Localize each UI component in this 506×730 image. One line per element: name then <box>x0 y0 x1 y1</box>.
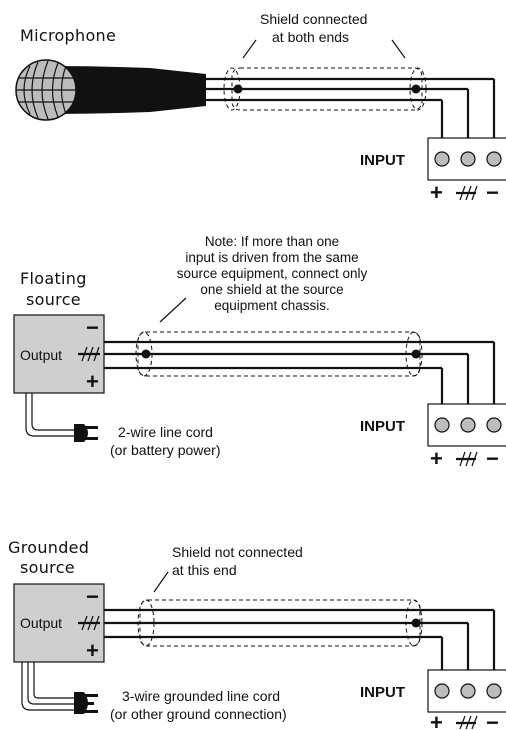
microphone-icon <box>15 59 206 121</box>
minus-output-label: − <box>86 315 99 340</box>
minus-terminal-label: − <box>486 180 499 205</box>
minus-output-label: − <box>86 584 99 609</box>
microphone-title: Microphone <box>20 26 116 45</box>
shield-note-line-1: Shield connected <box>260 11 367 27</box>
terminal-screw <box>486 417 502 433</box>
shield-connection-dot <box>141 349 151 359</box>
input-terminal-block: INPUT + − <box>360 669 506 730</box>
floating-note-line-2: input is driven from the same <box>185 250 358 265</box>
ground-symbol-icon <box>456 451 478 467</box>
microphone-section: Microphone Shield connected <box>15 11 506 205</box>
floating-note-line-3: source equipment, connect only <box>177 266 368 281</box>
ground-symbol-icon <box>78 346 100 362</box>
grounded-title-line-2: source <box>20 558 75 577</box>
cord-label-line-2: (or battery power) <box>110 442 220 458</box>
input-terminal-block: INPUT + − <box>360 403 506 471</box>
ground-symbol-icon <box>456 715 478 730</box>
grounded-note-line-2: at this end <box>172 562 237 578</box>
plus-output-label: + <box>86 369 99 394</box>
terminal-screw <box>486 683 502 699</box>
ground-symbol-icon <box>456 185 478 201</box>
floating-title-line-1: Floating <box>20 269 87 288</box>
input-label: INPUT <box>360 152 405 169</box>
output-label: Output <box>20 347 62 363</box>
input-label: INPUT <box>360 684 405 701</box>
plus-output-label: + <box>86 638 99 663</box>
cord-label-line-1: 3-wire grounded line cord <box>122 688 280 704</box>
shield-connection-dot <box>411 349 421 359</box>
floating-note-line-5: equipment chassis. <box>214 298 330 313</box>
two-wire-cord <box>25 393 98 442</box>
plus-terminal-label: + <box>430 446 443 471</box>
cord-label-line-2: (or other ground connection) <box>110 706 287 722</box>
floating-note-line-1: Note: If more than one <box>205 234 339 249</box>
shield-connection-dot <box>233 84 243 94</box>
cord-label-line-1: 2-wire line cord <box>118 424 213 440</box>
input-label: INPUT <box>360 418 405 435</box>
cable-shield <box>231 67 423 111</box>
shield-connection-dot <box>411 618 421 628</box>
floating-title-line-2: source <box>26 290 81 309</box>
terminal-screw <box>434 417 450 433</box>
shield-note-line-2: at both ends <box>272 29 349 45</box>
cable-shield <box>137 331 421 377</box>
shield-connection-dot <box>411 84 421 94</box>
terminal-screw <box>486 151 502 167</box>
terminal-screw <box>434 151 450 167</box>
three-wire-cord <box>21 662 98 714</box>
floating-note-line-4: one shield at the source <box>200 282 343 297</box>
grounded-note-line-1: Shield not connected <box>172 544 303 560</box>
terminal-screw <box>460 151 476 167</box>
grounded-title-line-1: Grounded <box>8 538 89 557</box>
grounded-source-section: Grounded source Output − + Shield not co… <box>8 538 506 730</box>
input-terminal-block: INPUT + − <box>360 137 506 205</box>
terminal-screw <box>460 417 476 433</box>
ground-symbol-icon <box>78 615 100 631</box>
plus-terminal-label: + <box>430 180 443 205</box>
plus-terminal-label: + <box>430 710 443 730</box>
cable-shield <box>139 599 421 647</box>
output-label: Output <box>20 615 62 631</box>
minus-terminal-label: − <box>486 710 499 730</box>
terminal-screw <box>460 683 476 699</box>
minus-terminal-label: − <box>486 446 499 471</box>
terminal-screw <box>434 683 450 699</box>
floating-source-section: Floating source Output − + Note: If more… <box>13 234 506 471</box>
